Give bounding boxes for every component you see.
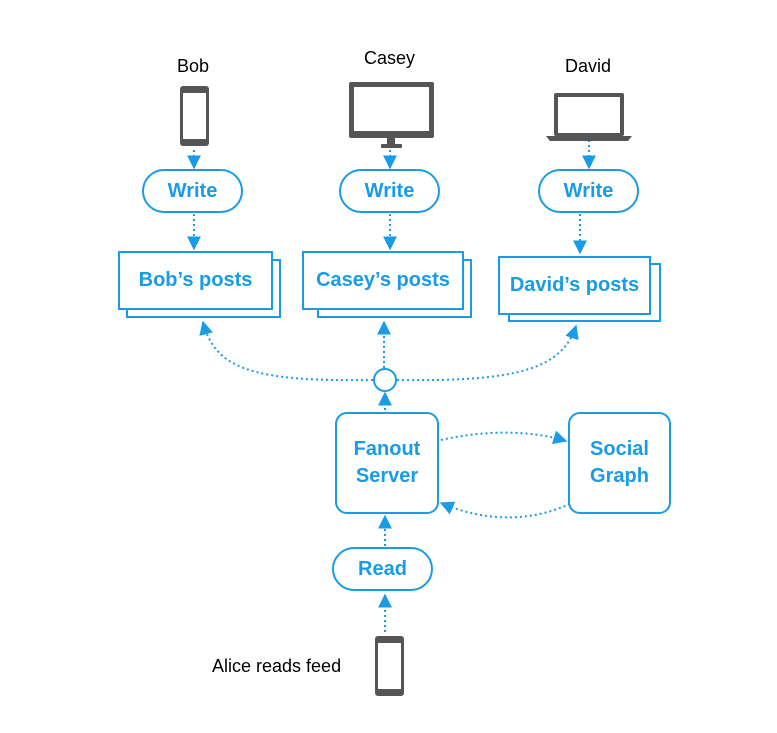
fanout-server-node: Fanout Server bbox=[335, 412, 439, 514]
fanout-hub-circle bbox=[373, 368, 397, 392]
social-graph-node: Social Graph bbox=[568, 412, 671, 514]
bob-write-node: Write bbox=[142, 169, 243, 213]
social-graph-line1: Social bbox=[590, 438, 649, 460]
casey-desktop-monitor-icon bbox=[349, 82, 434, 148]
david-laptop-icon bbox=[546, 93, 632, 141]
bob-posts-node: Bob’s posts bbox=[118, 251, 273, 310]
bob-smartphone-icon bbox=[180, 86, 209, 146]
hub-to-david-posts-arrow bbox=[396, 324, 579, 382]
casey-write-node: Write bbox=[339, 169, 440, 213]
read-node: Read bbox=[332, 547, 433, 591]
fanout-server-line1: Fanout bbox=[353, 438, 421, 460]
david-posts-node: David’s posts bbox=[498, 256, 651, 315]
fanout-server-line2: Server bbox=[355, 465, 419, 487]
social-graph-to-fanout-arrow bbox=[439, 501, 571, 519]
alice-smartphone-icon bbox=[375, 636, 404, 696]
casey-posts-node: Casey’s posts bbox=[302, 251, 464, 310]
bob-label: Bob bbox=[177, 56, 210, 76]
casey-label: Casey bbox=[364, 48, 416, 68]
hub-to-bob-posts-arrow bbox=[199, 320, 374, 382]
david-label: David bbox=[565, 56, 612, 76]
david-write-node: Write bbox=[538, 169, 639, 213]
social-graph-line2: Graph bbox=[590, 465, 649, 487]
fanout-to-social-graph-arrow bbox=[440, 430, 568, 445]
alice-label: Alice reads feed bbox=[212, 656, 342, 676]
